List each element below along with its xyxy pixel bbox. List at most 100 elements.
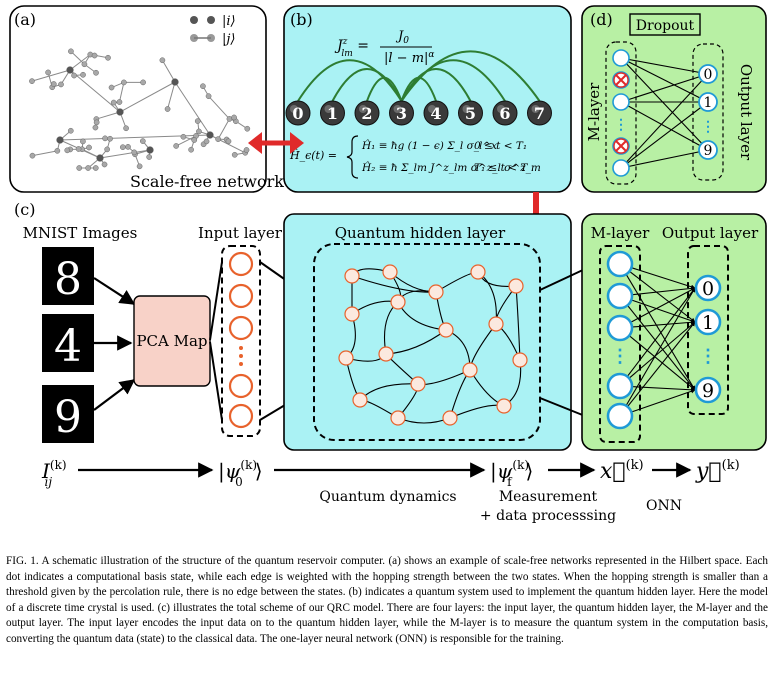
network-node	[125, 144, 131, 150]
flow-measurement: Measurement	[499, 489, 598, 505]
network-node	[146, 146, 154, 154]
onn-edge	[619, 287, 696, 417]
network-node	[29, 78, 35, 84]
mnist-digit-2: 4	[54, 321, 82, 372]
network-edge	[175, 135, 197, 147]
dropout-edge	[620, 73, 709, 169]
arrow-mnist3-pca	[93, 379, 136, 411]
network-edge	[69, 54, 91, 71]
network-node	[64, 147, 71, 154]
hidden-node	[438, 322, 454, 338]
flow-psi0: |ψ(k)0⟩	[218, 458, 263, 489]
c-m-layer-group	[599, 245, 641, 443]
hidden-node	[508, 278, 524, 294]
hidden-node	[344, 268, 360, 284]
network-node	[110, 99, 117, 106]
d-output-ellipsis: ⋮	[701, 119, 715, 135]
network-node	[76, 165, 83, 171]
network-edge	[208, 95, 230, 120]
arrow-mnist1-pca	[93, 277, 136, 305]
network-node	[146, 154, 153, 160]
input-ellipsis-dot	[239, 346, 243, 350]
c-m-node	[606, 372, 634, 400]
d-output-label: 9	[704, 143, 713, 159]
d-m-layer-group	[605, 41, 637, 185]
hidden-node	[352, 392, 368, 408]
flow-y-vec: y⃗(k)	[695, 458, 740, 484]
network-edge	[174, 81, 211, 136]
network-edge	[161, 59, 176, 83]
input-layer-group	[221, 245, 261, 437]
c-output-label: 0	[702, 278, 714, 300]
network-node	[108, 84, 115, 91]
flow-x-vec: x⃗(k)	[600, 458, 644, 484]
panel-d-label: (d)	[590, 10, 613, 29]
qubit-highlight	[531, 105, 540, 113]
network-node	[194, 118, 201, 124]
network-node	[101, 161, 108, 168]
c-m-node	[606, 402, 634, 430]
network-node	[85, 165, 91, 171]
c-output-layer-group	[687, 245, 729, 415]
network-node	[243, 147, 250, 153]
network-node	[203, 138, 210, 145]
flow-psif: |ψ(k)f⟩	[490, 458, 533, 489]
hamiltonian-h1: Ĥ₁ ≡ ħg (1 − ϵ) Σ_l σ_l^x	[361, 138, 497, 152]
mnist-image-2	[42, 314, 94, 372]
hidden-node	[496, 398, 512, 414]
network-node	[92, 165, 99, 171]
hidden-node	[378, 346, 394, 362]
network-node	[116, 99, 123, 105]
d-output-layer-group	[692, 43, 724, 181]
network-node	[105, 54, 111, 61]
d-output-label: 0	[704, 67, 713, 83]
hidden-layer-label: Quantum hidden layer	[335, 224, 506, 242]
red-double-arrow	[248, 132, 304, 154]
hidden-node	[390, 294, 406, 310]
d-output-label: 1	[704, 95, 713, 111]
coupling-arc	[297, 59, 403, 102]
network-node	[107, 135, 113, 142]
legend-ket-i: |i⟩	[222, 14, 236, 29]
dropout-ring	[613, 138, 629, 154]
network-node	[215, 136, 221, 142]
network-node	[93, 119, 100, 126]
dropout-edge	[620, 57, 709, 151]
input-node	[228, 315, 254, 341]
network-node	[91, 52, 98, 59]
hidden-node	[442, 410, 458, 426]
network-edge	[119, 81, 176, 113]
c-output-ellipsis: ⋮	[699, 346, 717, 367]
network-node	[71, 72, 77, 79]
network-node	[75, 146, 82, 152]
legend-ket-j: |j⟩	[222, 32, 235, 47]
network-node	[131, 149, 138, 156]
onn-network: ⋮019⋮	[606, 250, 722, 430]
d-output-node	[698, 140, 718, 160]
input-node	[228, 403, 254, 429]
input-node	[228, 251, 254, 277]
dropout-edge	[620, 57, 709, 103]
network-edge	[217, 118, 230, 140]
qubit-highlight	[428, 105, 436, 113]
scale-free-network	[29, 48, 251, 171]
network-edge	[99, 149, 151, 159]
network-node	[139, 138, 146, 144]
qubit-label: 3	[396, 104, 407, 123]
d-m-ellipsis: ⋮	[614, 117, 628, 133]
hamiltonian-h1-cond: 0 ≤ t < T₁	[474, 140, 527, 152]
onn-edge	[619, 321, 696, 387]
panel-b-label: (b)	[290, 10, 313, 29]
hidden-node	[390, 410, 406, 426]
qubit-label: 7	[534, 104, 545, 123]
qubit-highlight	[497, 105, 505, 113]
panel-a-title: Scale-free network	[130, 172, 284, 191]
input-layer-label: Input layer	[198, 224, 283, 242]
onn-edge	[619, 287, 696, 329]
network-node	[66, 66, 74, 74]
dropout-ring	[613, 72, 629, 88]
c-m-node	[606, 250, 634, 278]
